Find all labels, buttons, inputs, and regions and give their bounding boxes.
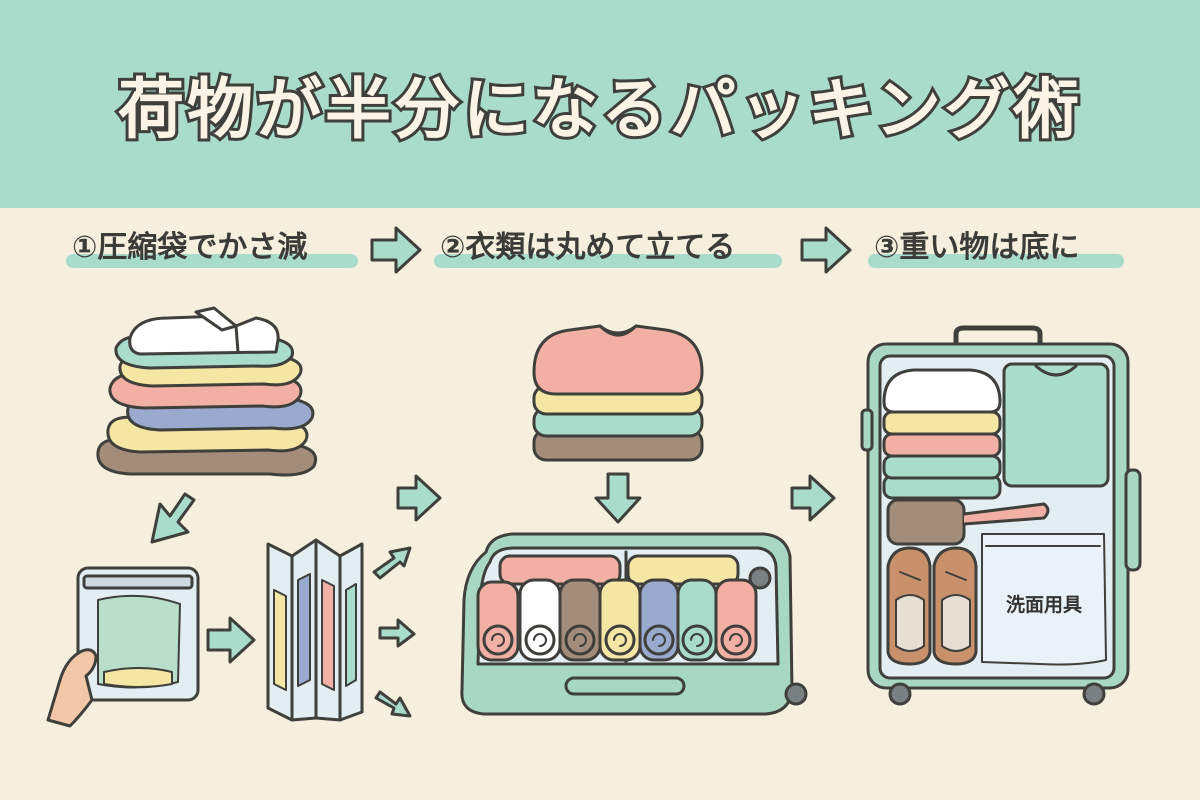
page-title: 荷物が半分になるパッキング術 [115,68,1083,151]
step-3-highlight [868,254,1124,268]
step-2-heading: ②衣類は丸めて立てる [434,226,782,270]
step-arrow-2-icon [800,226,852,274]
step-2-highlight [434,254,782,268]
messy-clothes-pile-icon [96,306,317,477]
right-arrow-to-step2-icon [396,474,442,522]
step-1-heading: ①圧縮袋でかさ減 [66,226,358,270]
toiletry-bag-icon [981,533,1107,666]
compressed-bags-icon [266,538,364,722]
right-arrow-to-step3-icon [790,474,836,522]
step-3-label: ③重い物は底に [874,230,1080,265]
tshirt-icon [1002,362,1110,488]
toiletry-bag-label: 洗面用具 [1005,594,1082,616]
rolled-clothes-icon [476,578,758,662]
compression-bag-icon [76,566,200,702]
hand-icon [46,648,98,728]
down-left-arrow-icon [150,492,196,544]
step-arrow-1-icon [370,226,422,274]
step-1-label: ①圧縮袋でかさ減 [72,230,308,265]
right-arrow-bag-icon [206,616,256,664]
air-out-arrows-icon [372,546,416,718]
sneakers-icon [886,546,978,666]
pouch-icon [886,498,1050,546]
step-1-highlight [66,254,358,268]
header-band [0,0,1200,208]
down-arrow-step2-icon [594,472,642,524]
step-2-label: ②衣類は丸めて立てる [440,230,736,265]
folded-shirts-stack-icon [882,368,1002,500]
step-3-heading: ③重い物は底に [868,226,1124,270]
folded-clothes-stack-icon [532,324,704,462]
